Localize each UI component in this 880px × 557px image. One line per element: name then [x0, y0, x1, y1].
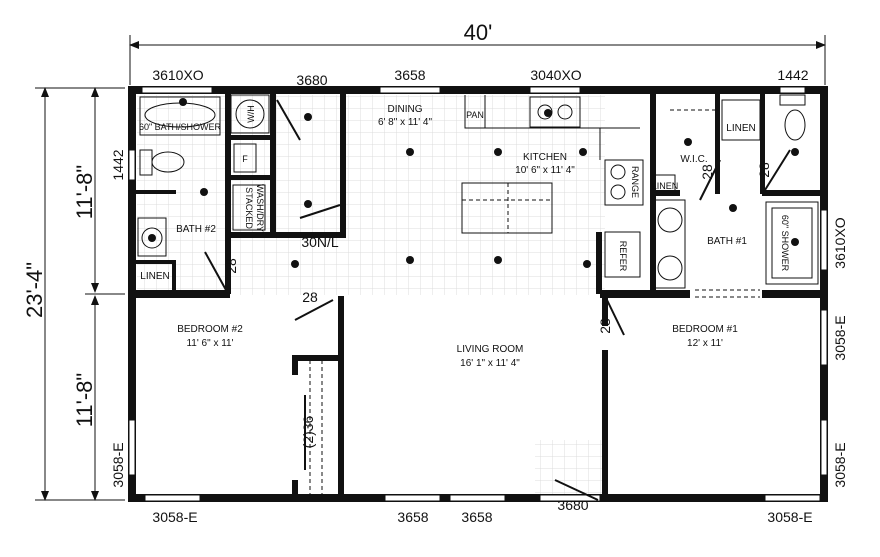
window-3658-top: 3658	[394, 67, 425, 83]
bedroom2-size: 11' 6" x 11'	[186, 338, 233, 349]
light-fixtures	[148, 98, 799, 268]
window-3058e-right2: 3058-E	[832, 442, 848, 487]
stacked-label: STACKED	[244, 187, 254, 229]
lower-depth-label: 11'-8"	[72, 373, 97, 427]
linen-label-bath2: LINEN	[140, 271, 169, 282]
overall-width-label: 40'	[464, 20, 493, 45]
wash-dry-label: WASH/DRY	[255, 184, 265, 232]
dimension-depth	[35, 87, 125, 501]
water-heater-label: W/H	[246, 105, 256, 123]
wic-label: W.I.C.	[680, 154, 707, 165]
upper-depth-label: 11'-8"	[72, 165, 97, 219]
bedroom1-size: 12' x 11'	[687, 338, 723, 349]
living-room-size: 16' 1" x 11' 4"	[460, 358, 520, 369]
dining-label: DINING	[388, 104, 423, 115]
window-3040xo: 3040XO	[530, 67, 581, 83]
window-3658-bottom1: 3658	[397, 509, 428, 525]
bedroom1-label: BEDROOM #1	[672, 324, 738, 335]
linen-label-wic: LINEN	[652, 181, 679, 191]
door-28-bath1: 28	[756, 162, 772, 178]
door-28-bed2: 28	[302, 289, 318, 305]
interior-walls	[136, 94, 822, 496]
window-1442-left: 1442	[110, 149, 126, 180]
shower-label: 60" SHOWER	[780, 215, 790, 272]
bath1-label: BATH #1	[707, 236, 747, 247]
door-28-bed1: 28	[597, 318, 613, 334]
range-label: RANGE	[630, 166, 640, 198]
pan-label: PAN	[466, 110, 484, 120]
dimension-width	[129, 35, 826, 85]
window-1442-top: 1442	[777, 67, 808, 83]
kitchen-size: 10' 6" x 11' 4"	[515, 165, 575, 176]
bath-shower-label: 60" BATH/SHOWER	[139, 122, 222, 132]
window-3680-bottom: 3680	[557, 497, 588, 513]
door-28-bath2: 28	[223, 258, 239, 274]
door-28-wic: 28	[699, 164, 715, 180]
refer-label: REFER	[618, 241, 628, 272]
window-3058e-right1: 3058-E	[832, 315, 848, 360]
dining-size: 6' 8" x 11' 4"	[378, 117, 433, 128]
window-3610xo-right: 3610XO	[832, 217, 848, 268]
window-3058e-bottom-left: 3058-E	[152, 509, 197, 525]
door-30nl: 30N/L	[301, 234, 339, 250]
window-3680-top: 3680	[296, 72, 327, 88]
bath2-label: BATH #2	[176, 224, 216, 235]
entry-floor	[535, 440, 605, 495]
window-3058e-bottom-right: 3058-E	[767, 509, 812, 525]
linen-label-bath1: LINEN	[726, 123, 755, 134]
door-swings	[204, 99, 791, 501]
kitchen-counters	[461, 95, 644, 278]
furnace-label: F	[242, 154, 248, 164]
window-openings	[128, 86, 828, 502]
window-3658-bottom2: 3658	[461, 509, 492, 525]
window-3058e-left: 3058-E	[110, 442, 126, 487]
closet-door-label: (2)36	[300, 415, 316, 448]
living-room-label: LIVING ROOM	[457, 344, 524, 355]
overall-depth-label: 23'-4"	[22, 262, 47, 318]
kitchen-label: KITCHEN	[523, 152, 567, 163]
bedroom2-label: BEDROOM #2	[177, 324, 243, 335]
window-3610xo-top: 3610XO	[152, 67, 203, 83]
